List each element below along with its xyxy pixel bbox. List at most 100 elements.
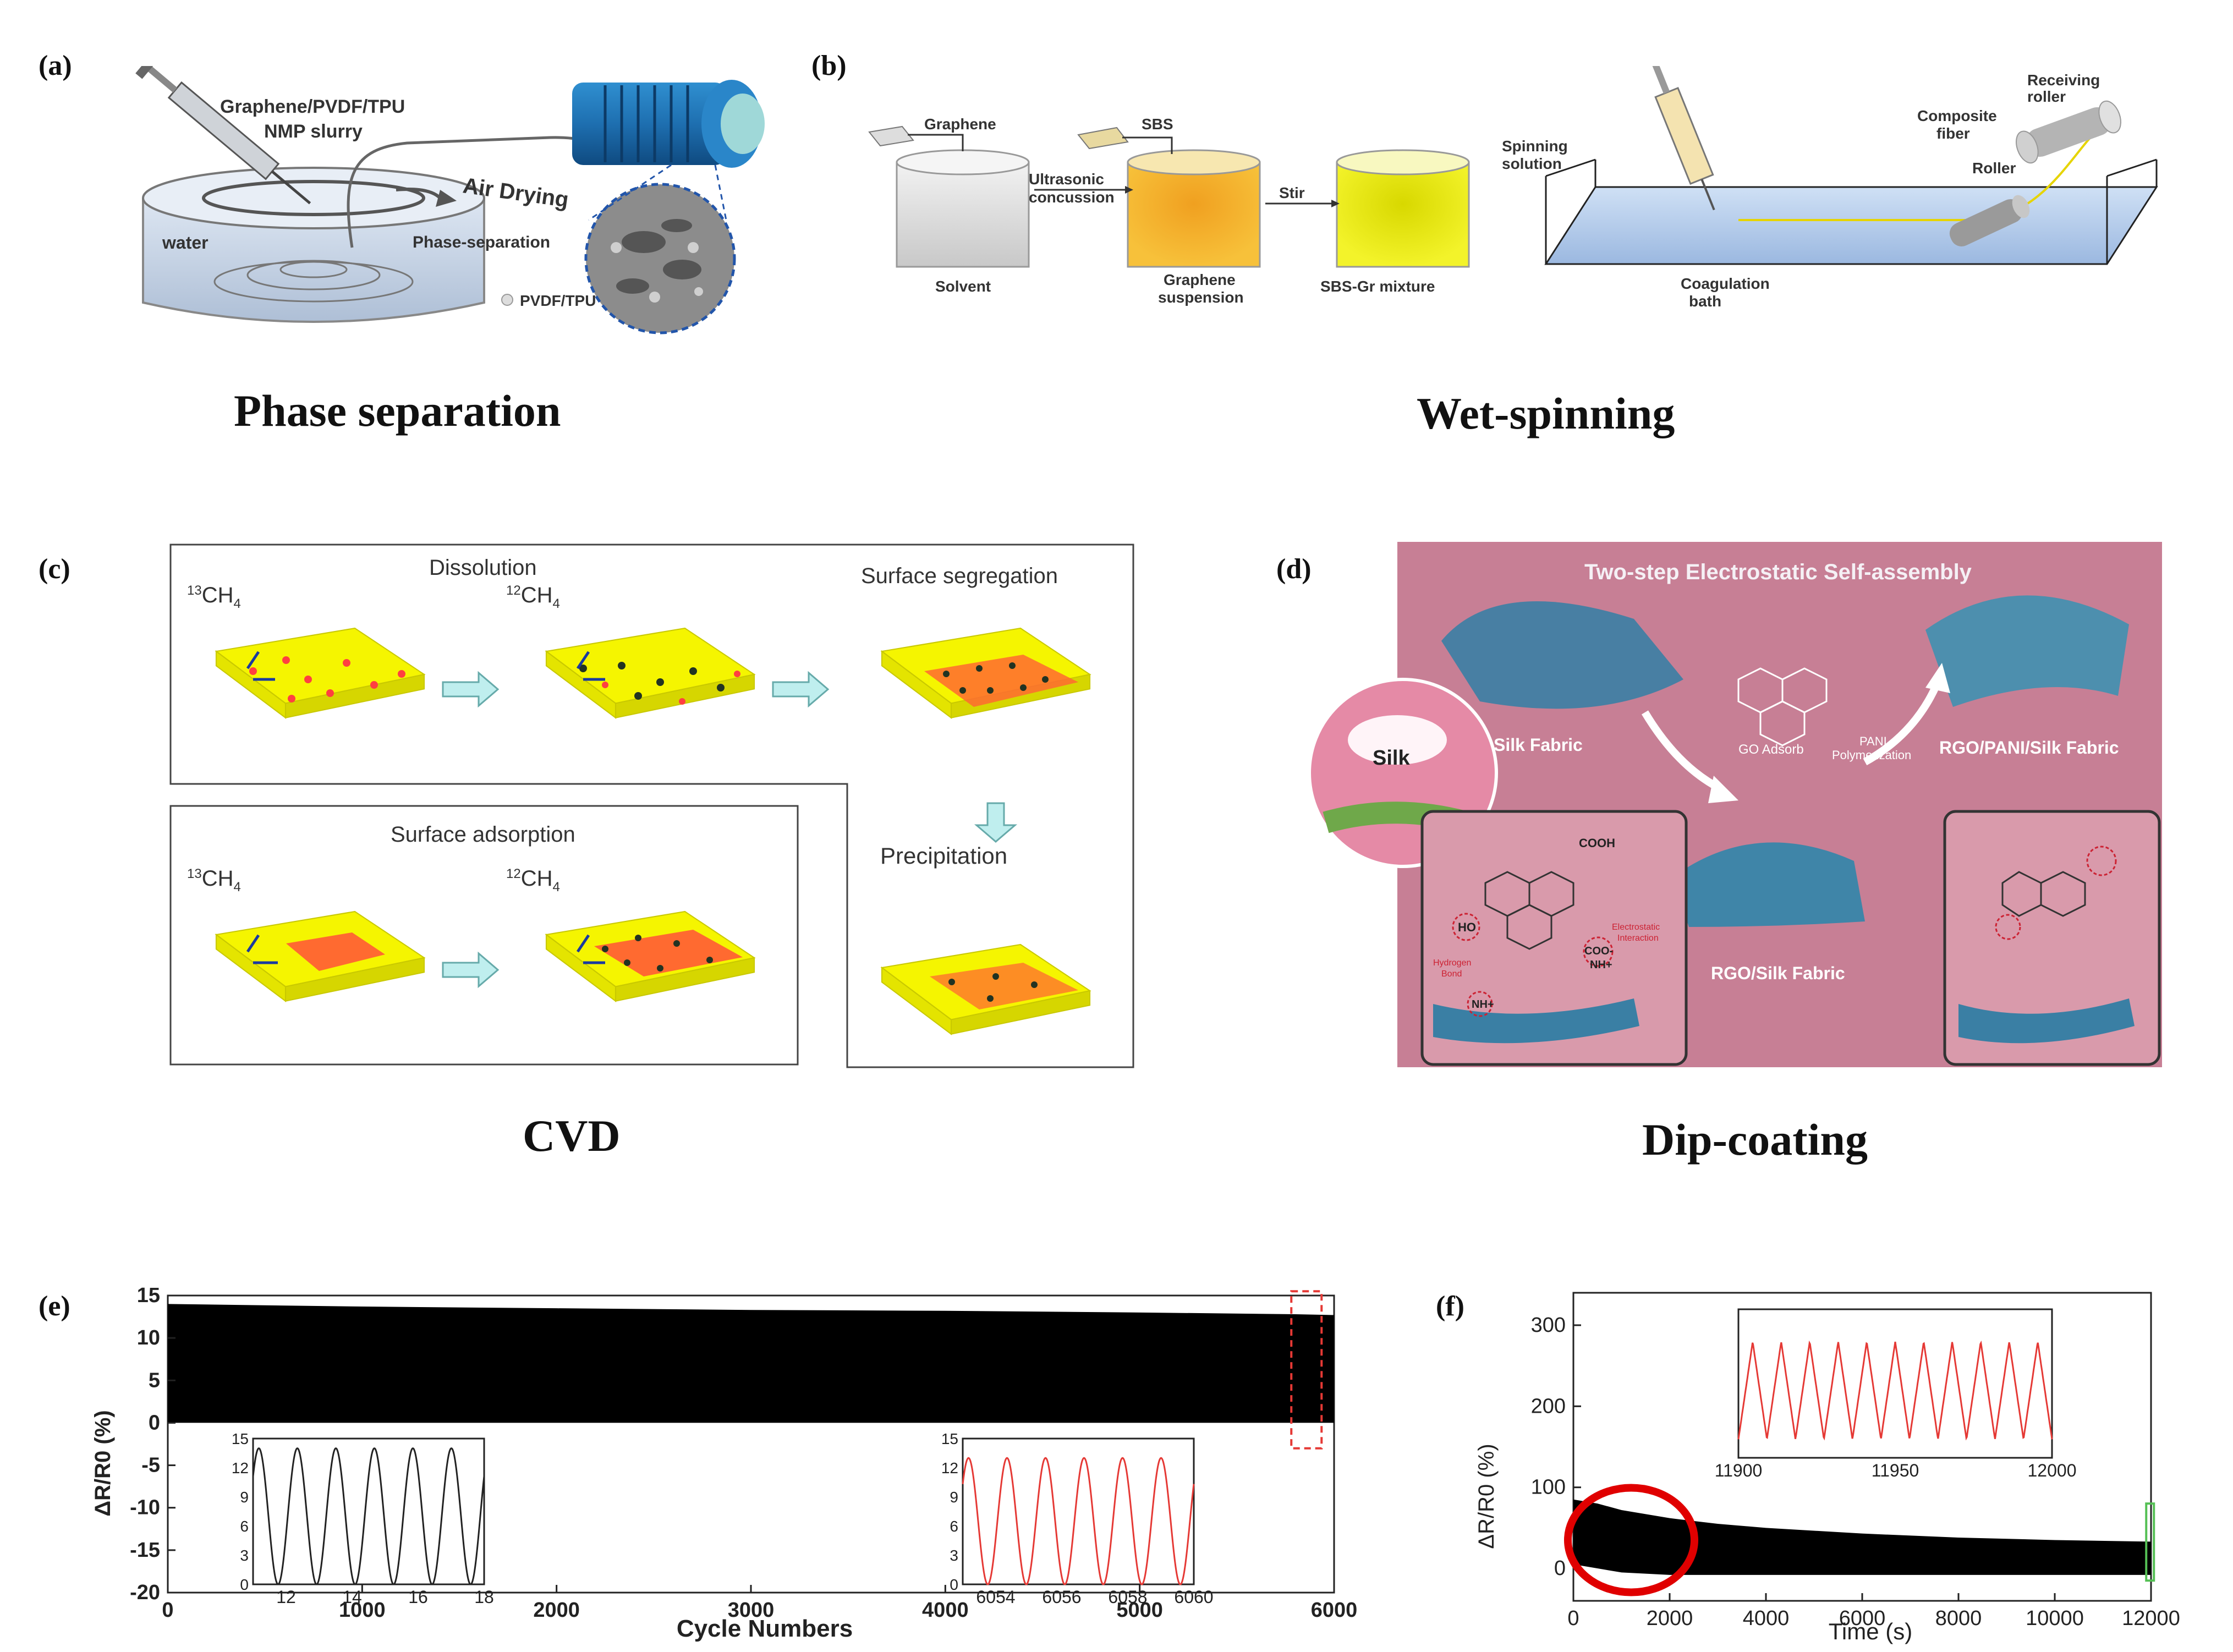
x-tick-label: 10000 (2026, 1607, 2084, 1630)
caption-dip-coating: Dip-coating (1642, 1115, 1868, 1165)
x-tick-label: 6000 (1839, 1607, 1886, 1630)
inset-y-tick-label: 9 (240, 1489, 249, 1506)
y-tick-label: 0 (149, 1411, 160, 1434)
beaker-solvent (896, 149, 1030, 268)
label-spinning-solution-1: Spinning (1502, 138, 1568, 155)
svg-text:13CH4: 13CH4 (187, 583, 241, 611)
beaker-sbs-gr-mixture (1336, 149, 1470, 268)
label-silk-fabric: Silk Fabric (1494, 735, 1583, 755)
label-surface-segregation: Surface segregation (861, 564, 1058, 588)
x-tick-label: 0 (1567, 1607, 1579, 1630)
label-graphene-pvdf-tpu: Graphene/PVDF/TPU (220, 96, 405, 117)
collection-roller (572, 80, 765, 168)
inset-x-tick-label: 6058 (1108, 1587, 1147, 1607)
phase-separation-schematic: Graphene/PVDF/TPU NMP slurry Air Drying … (135, 66, 765, 334)
label-water: water (162, 233, 209, 253)
label-rgo-silk-fabric: RGO/Silk Fabric (1711, 963, 1845, 983)
inset-y-tick-label: 6 (240, 1518, 249, 1535)
label-go-adsorb: GO Adsorb (1738, 742, 1804, 757)
x-tick-label: 3000 (728, 1599, 775, 1622)
x-tick-label: 1000 (339, 1599, 386, 1622)
label-hydrogen-bond-1: Hydrogen (1433, 958, 1471, 968)
x-tick-label: 2000 (1647, 1607, 1693, 1630)
inset-y-tick-label: 3 (950, 1547, 958, 1564)
y-tick-label: 0 (1554, 1557, 1566, 1580)
label-graphene-suspension-2: suspension (1158, 289, 1244, 306)
cvd-schematic: Dissolution Surface segregation Surface … (169, 544, 1134, 1068)
label-coagulation-bath-2: bath (1689, 293, 1721, 310)
label-nmp-slurry: NMP slurry (264, 121, 363, 142)
inset-y-tick-label: 6 (950, 1518, 958, 1535)
label-nh-plus-2: NH+ (1472, 998, 1494, 1011)
y-tick-label: -10 (130, 1496, 160, 1519)
panel-letter-d: (d) (1276, 553, 1312, 585)
receiving-roller-icon (2016, 100, 2121, 164)
label-dissolution: Dissolution (429, 556, 537, 580)
inset-frame (252, 1437, 485, 1585)
inset-y-tick-label: 12 (941, 1459, 958, 1477)
label-composite-fiber-2: fiber (1936, 125, 1970, 142)
label-concussion: concussion (1029, 189, 1115, 206)
y-tick-label: -5 (141, 1454, 160, 1477)
label-cooh: COOH (1579, 836, 1615, 850)
x-tick-label: 12000 (2122, 1607, 2180, 1630)
label-ho: HO (1458, 920, 1476, 934)
caption-wet-spinning: Wet-spinning (1417, 388, 1675, 438)
f-xlabel: Time (s) (1829, 1618, 1912, 1644)
caption-cvd: CVD (523, 1111, 621, 1161)
y-tick-label: 100 (1531, 1476, 1566, 1499)
signal-band (168, 1304, 1334, 1423)
inset-y-tick-label: 3 (240, 1547, 249, 1564)
x-tick-label: 6000 (1311, 1599, 1358, 1622)
y-tick-label: -15 (130, 1539, 160, 1562)
label-polymerization: Polymerization (1832, 748, 1911, 762)
wet-spinning-schematic: Graphene SBS Ultrasonic concussion Stir … (868, 66, 2158, 310)
label-coagulation-bath-1: Coagulation (1681, 275, 1770, 292)
inset-y-tick-label: 15 (941, 1430, 958, 1447)
inset-trace (1737, 1340, 2053, 1441)
label-phase-separation: Phase-separation (413, 233, 550, 251)
label-electrostatic-1: Electrostatic (1612, 923, 1660, 932)
label-silk: Silk (1373, 747, 1410, 770)
label-stir: Stir (1279, 184, 1305, 201)
inset-x-tick-label: 12000 (2028, 1461, 2077, 1480)
panel-letter-e: (e) (39, 1291, 70, 1322)
caption-phase-separation: Phase separation (234, 386, 561, 436)
x-tick-label: 0 (162, 1599, 173, 1622)
syringe-icon (135, 66, 311, 205)
y-tick-label: -20 (130, 1581, 160, 1604)
inset-y-tick-label: 0 (240, 1576, 249, 1593)
y-tick-label: 15 (137, 1284, 160, 1307)
inset-y-tick-label: 12 (232, 1459, 249, 1477)
sem-inset (584, 183, 736, 334)
inset-x-tick-label: 6060 (1174, 1587, 1213, 1607)
label-coo: COO- (1584, 945, 1613, 957)
svg-text:12CH4: 12CH4 (506, 866, 560, 894)
label-two-step-title: Two-step Electrostatic Self-assembly (1584, 560, 1972, 584)
inset-x-tick-label: 11900 (1715, 1461, 1763, 1480)
inset-x-tick-label: 11950 (1872, 1461, 1919, 1480)
inset-frame (1737, 1308, 2053, 1459)
inset-y-tick-label: 15 (232, 1430, 249, 1447)
inset-x-tick-label: 6054 (976, 1587, 1015, 1607)
f-ylabel: ΔR/R0 (%) (1474, 1444, 1499, 1549)
label-pvdf-tpu-legend: PVDF/TPU (520, 292, 596, 309)
label-ultrasonic: Ultrasonic (1029, 171, 1104, 188)
go-sheet (1737, 667, 1828, 747)
panel-letter-c: (c) (39, 553, 70, 585)
panel-letter-a: (a) (39, 50, 72, 81)
label-roller: Roller (1972, 160, 2016, 177)
y-tick-label: 10 (137, 1326, 160, 1349)
spinning-syringe-icon (1651, 66, 1715, 211)
label-precipitation: Precipitation (880, 843, 1007, 869)
e-ylabel: ΔR/R0 (%) (94, 1410, 115, 1516)
beaker-graphene-suspension (1127, 149, 1261, 268)
inset-trace (252, 1447, 485, 1585)
label-graphene-suspension-1: Graphene (1164, 271, 1236, 288)
coagulation-bath (1544, 158, 2158, 265)
e-xlabel: Cycle Numbers (677, 1615, 853, 1642)
x-tick-label: 4000 (1743, 1607, 1790, 1630)
label-solvent: Solvent (935, 278, 991, 295)
